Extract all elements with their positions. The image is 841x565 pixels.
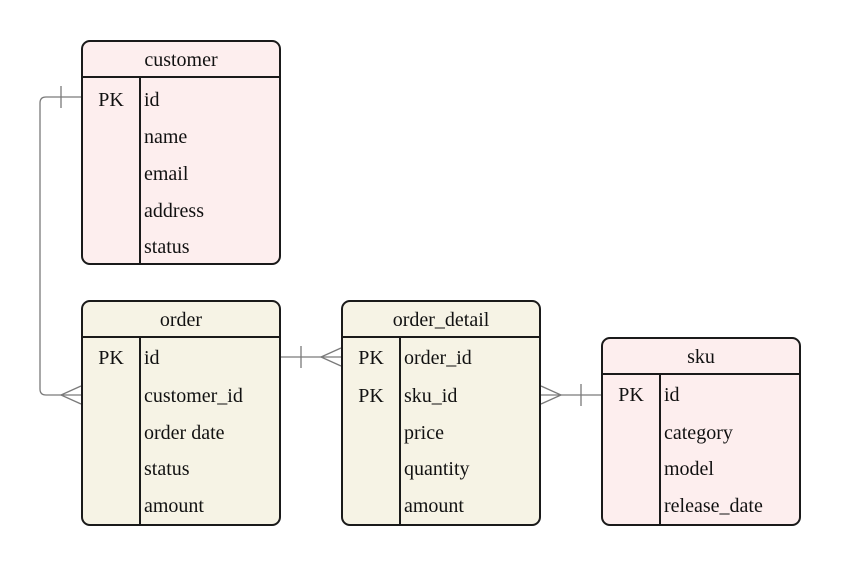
field-name: category bbox=[664, 422, 733, 444]
entity-title: order_detail bbox=[343, 302, 539, 338]
key-column-divider bbox=[399, 338, 401, 524]
order-many-marker bbox=[59, 385, 82, 405]
customer-order-relationship bbox=[39, 96, 81, 396]
entity-title: sku bbox=[603, 339, 799, 375]
field-row: price bbox=[343, 415, 539, 452]
field-name: status bbox=[144, 236, 190, 258]
primary-key-label: PK bbox=[358, 347, 384, 369]
primary-key-label: PK bbox=[98, 89, 124, 111]
entity-sku[interactable]: sku PK id category model release_date bbox=[601, 337, 801, 526]
field-row: status bbox=[83, 229, 279, 263]
field-row: PK order_id bbox=[343, 340, 539, 377]
field-row: amount bbox=[83, 488, 279, 524]
field-row: PK id bbox=[603, 377, 799, 414]
entity-order-detail[interactable]: order_detail PK order_id PK sku_id price… bbox=[341, 300, 541, 526]
field-name: id bbox=[144, 89, 160, 111]
order-detail-many-marker-right bbox=[540, 385, 563, 405]
field-name: name bbox=[144, 126, 188, 148]
order-detail-many-marker-left bbox=[319, 347, 342, 367]
key-column-divider bbox=[659, 375, 661, 524]
primary-key-label: PK bbox=[358, 385, 384, 407]
field-name: sku_id bbox=[404, 385, 458, 407]
field-name: model bbox=[664, 458, 714, 480]
key-column-divider bbox=[139, 338, 141, 524]
field-row: category bbox=[603, 415, 799, 452]
field-name: customer_id bbox=[144, 385, 243, 407]
entity-title: customer bbox=[83, 42, 279, 78]
field-row: address bbox=[83, 193, 279, 230]
field-name: id bbox=[664, 384, 680, 406]
field-row: amount bbox=[343, 488, 539, 524]
primary-key-label: PK bbox=[618, 384, 644, 406]
field-name: amount bbox=[404, 495, 464, 517]
entity-title: order bbox=[83, 302, 279, 338]
field-row: customer_id bbox=[83, 378, 279, 415]
field-row: release_date bbox=[603, 488, 799, 524]
field-name: email bbox=[144, 163, 189, 185]
field-row: quantity bbox=[343, 451, 539, 488]
entity-order[interactable]: order PK id customer_id order date statu… bbox=[81, 300, 281, 526]
key-column-divider bbox=[139, 78, 141, 263]
field-row: PK sku_id bbox=[343, 378, 539, 415]
field-name: status bbox=[144, 458, 190, 480]
primary-key-label: PK bbox=[98, 347, 124, 369]
field-name: quantity bbox=[404, 458, 470, 480]
field-row: status bbox=[83, 451, 279, 488]
field-row: PK id bbox=[83, 340, 279, 377]
field-name: price bbox=[404, 422, 444, 444]
field-name: order date bbox=[144, 422, 225, 444]
field-row: PK id bbox=[83, 82, 279, 119]
field-row: model bbox=[603, 451, 799, 488]
field-name: release_date bbox=[664, 495, 763, 517]
field-row: email bbox=[83, 156, 279, 193]
field-row: name bbox=[83, 119, 279, 156]
field-name: order_id bbox=[404, 347, 472, 369]
entity-customer[interactable]: customer PK id name email address status bbox=[81, 40, 281, 265]
field-name: address bbox=[144, 200, 204, 222]
field-name: id bbox=[144, 347, 160, 369]
field-name: amount bbox=[144, 495, 204, 517]
field-row: order date bbox=[83, 415, 279, 452]
